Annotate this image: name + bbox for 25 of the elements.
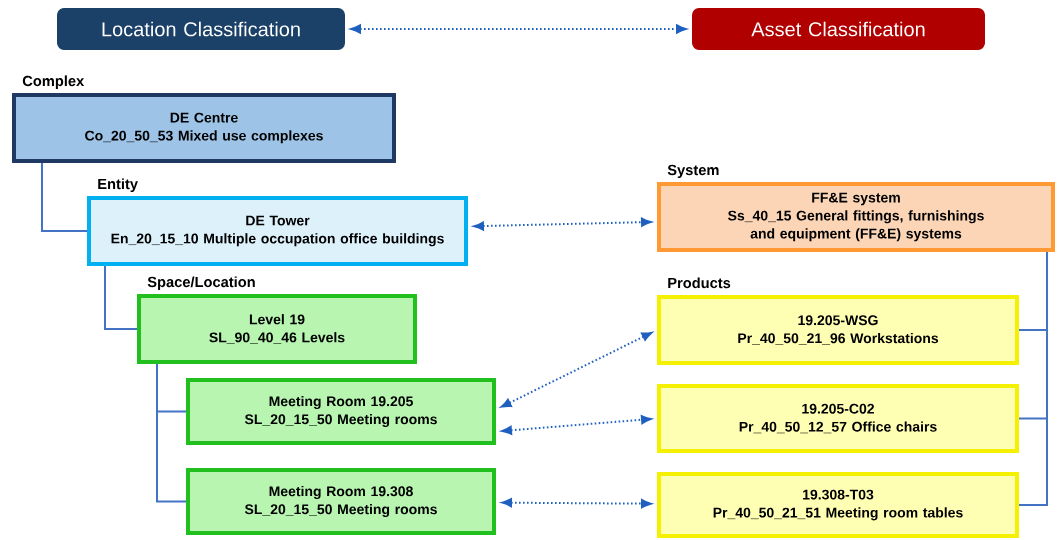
classification-box: FF&E system Ss_40_15 General fittings, furnishings and equipment (FF&E) systems: [657, 182, 1055, 252]
dotted-arrow: [473, 217, 652, 231]
dotted-arrow: [500, 331, 653, 408]
classification-box: 19.205-C02 Pr_40_50_12_57 Office chairs: [657, 384, 1019, 453]
heading-label: Products: [668, 277, 731, 289]
header-box: Location Classification: [57, 8, 345, 50]
heading-label: Complex: [22, 75, 85, 90]
dotted-arrow: [350, 24, 687, 34]
classification-box: 19.205-WSG Pr_40_50_21_96 Workstations: [657, 295, 1019, 365]
connector-line: [156, 363, 187, 503]
classification-box: 19.308-T03 Pr_40_50_21_51 Meeting room tables: [657, 472, 1019, 538]
classification-box: Meeting Room 19.205 SL_20_15_50 Meeting rooms: [186, 378, 496, 445]
classification-box: DE Centre Co_20_50_53 Mixed use complexes: [12, 93, 396, 163]
connector-line: [1018, 251, 1048, 506]
classification-box: DE Tower En_20_15_10 Multiple occupation office buildings: [87, 196, 468, 266]
classification-box: Level 19 SL_90_40_46 Levels: [137, 294, 417, 364]
dotted-arrow: [501, 498, 652, 509]
header-box: Asset Classification: [692, 8, 985, 50]
classification-box: Meeting Room 19.308 SL_20_15_50 Meeting rooms: [186, 468, 496, 535]
heading-label: System: [667, 164, 719, 179]
heading-label: Space/Location: [147, 276, 255, 291]
connector-line: [41, 162, 88, 232]
dotted-arrow: [501, 415, 652, 435]
heading-label: Entity: [98, 178, 138, 193]
connector-line: [104, 265, 138, 330]
